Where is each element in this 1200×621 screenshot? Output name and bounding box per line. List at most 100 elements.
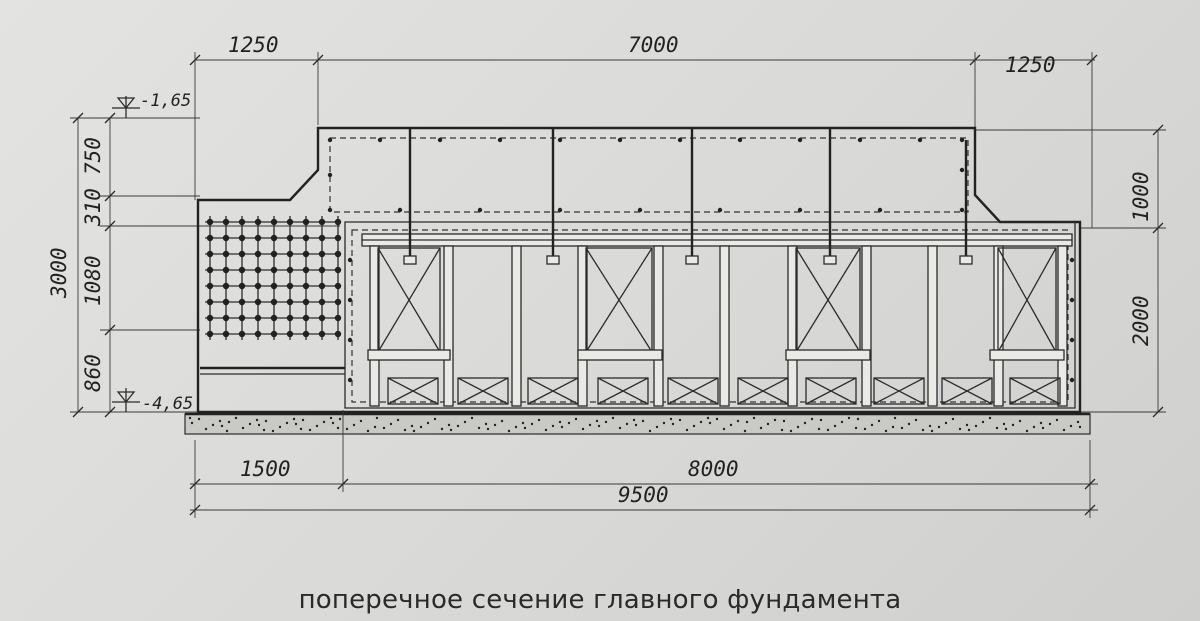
rebar-node bbox=[222, 282, 230, 290]
rebar-node bbox=[206, 282, 214, 290]
rebar-node bbox=[238, 266, 246, 274]
hatch-dot bbox=[1062, 428, 1066, 432]
hatch-dot bbox=[551, 424, 555, 428]
hatch-dot bbox=[803, 421, 807, 425]
dim-top-left: 1250 bbox=[228, 33, 279, 57]
rebar-node bbox=[238, 330, 246, 338]
hatch-dot bbox=[188, 416, 192, 420]
hatch-dot bbox=[211, 423, 215, 427]
rebar-node bbox=[318, 314, 326, 322]
hatch-dot bbox=[819, 418, 823, 422]
cross-box-diagonal bbox=[527, 377, 579, 405]
rebar-node bbox=[254, 330, 262, 338]
cross-box-diagonal bbox=[1009, 377, 1061, 405]
hatch-dot bbox=[632, 418, 636, 422]
hatch-dot bbox=[389, 422, 393, 426]
rebar-node bbox=[302, 298, 310, 306]
hatch-dot bbox=[456, 424, 460, 428]
rebar-node bbox=[286, 250, 294, 258]
hatch-dot bbox=[218, 419, 222, 423]
rebar-node bbox=[254, 282, 262, 290]
cross-box bbox=[387, 377, 439, 405]
hatch-dot bbox=[433, 417, 437, 421]
hatch-dot bbox=[537, 418, 541, 422]
hatch-dot bbox=[692, 424, 696, 428]
hatch-dot bbox=[588, 423, 592, 427]
hatch-dot bbox=[685, 428, 689, 432]
hatch-dot bbox=[426, 421, 430, 425]
column bbox=[577, 245, 588, 407]
left-rebar-grid-dots bbox=[206, 218, 342, 338]
rebar-node bbox=[254, 234, 262, 242]
hatch-dot bbox=[706, 416, 710, 420]
hatch-dot bbox=[500, 419, 504, 423]
right-dimension-chain bbox=[975, 124, 1166, 418]
braced-frame-4 bbox=[989, 247, 1065, 361]
hatch-dot bbox=[558, 420, 562, 424]
rebar-node bbox=[206, 250, 214, 258]
rebar-node bbox=[286, 266, 294, 274]
dim-right-upper: 1000 bbox=[1129, 171, 1153, 222]
dim-left-310: 310 bbox=[81, 188, 105, 227]
hatch-dot bbox=[766, 422, 770, 426]
cross-box-diagonal bbox=[387, 377, 439, 405]
hatch-dot bbox=[928, 424, 932, 428]
cross-box bbox=[805, 377, 857, 405]
hatch-dot bbox=[708, 421, 712, 425]
rebar-node bbox=[318, 250, 326, 258]
rebar-node bbox=[302, 250, 310, 258]
cross-box-diagonal bbox=[737, 377, 789, 405]
hatch-dot bbox=[944, 421, 948, 425]
hatch-dot bbox=[197, 417, 201, 421]
braced-frame-3 bbox=[785, 247, 871, 361]
rebar-node bbox=[270, 250, 278, 258]
rebar-node bbox=[318, 330, 326, 338]
hatch-dot bbox=[826, 428, 830, 432]
hatch-dot bbox=[1039, 421, 1043, 425]
hatch-dot bbox=[366, 429, 370, 433]
rebar-node bbox=[238, 250, 246, 258]
rebar-node bbox=[206, 298, 214, 306]
hatch-dot bbox=[856, 417, 860, 421]
hatch-dot bbox=[655, 425, 659, 429]
hatch-dot bbox=[981, 420, 985, 424]
hatch-dot bbox=[225, 429, 229, 433]
hatch-dot bbox=[507, 429, 511, 433]
hatch-dot bbox=[736, 419, 740, 423]
hatch-dot bbox=[315, 424, 319, 428]
level-mark-top-label: -1,65 bbox=[140, 91, 191, 111]
rebar-node bbox=[254, 218, 262, 226]
rebar-node bbox=[334, 234, 342, 242]
rebar-node bbox=[270, 314, 278, 322]
rebar-node bbox=[334, 282, 342, 290]
hatch-dot bbox=[396, 418, 400, 422]
hatch-dot bbox=[419, 425, 423, 429]
rebar-node bbox=[270, 330, 278, 338]
hatch-dot bbox=[1002, 422, 1006, 426]
rebar-node bbox=[238, 218, 246, 226]
hatch-dot bbox=[625, 422, 629, 426]
hatch-dot bbox=[634, 423, 638, 427]
hatch-dot bbox=[336, 426, 340, 430]
hatch-dot bbox=[560, 425, 564, 429]
hatch-dot bbox=[544, 428, 548, 432]
rebar-node bbox=[302, 330, 310, 338]
hatch-dot bbox=[965, 423, 969, 427]
hatch-dot bbox=[752, 416, 756, 420]
hatch-dot bbox=[486, 427, 490, 431]
cross-box-diagonal bbox=[805, 377, 857, 405]
hatch-dot bbox=[345, 427, 349, 431]
hatch-dot bbox=[567, 421, 571, 425]
hatch-dot bbox=[884, 429, 888, 433]
hatch-dot bbox=[891, 425, 895, 429]
hatch-dot bbox=[796, 425, 800, 429]
left-rebar-grid bbox=[205, 216, 339, 340]
hatch-dot bbox=[375, 416, 379, 420]
cross-box bbox=[1009, 377, 1061, 405]
hatch-dot bbox=[604, 420, 608, 424]
drawing-caption: поперечное сечение главного фундамента bbox=[298, 585, 902, 615]
hatch-dot bbox=[299, 427, 303, 431]
ground-hatch-dots bbox=[188, 416, 1082, 433]
hatch-dot bbox=[1025, 429, 1029, 433]
